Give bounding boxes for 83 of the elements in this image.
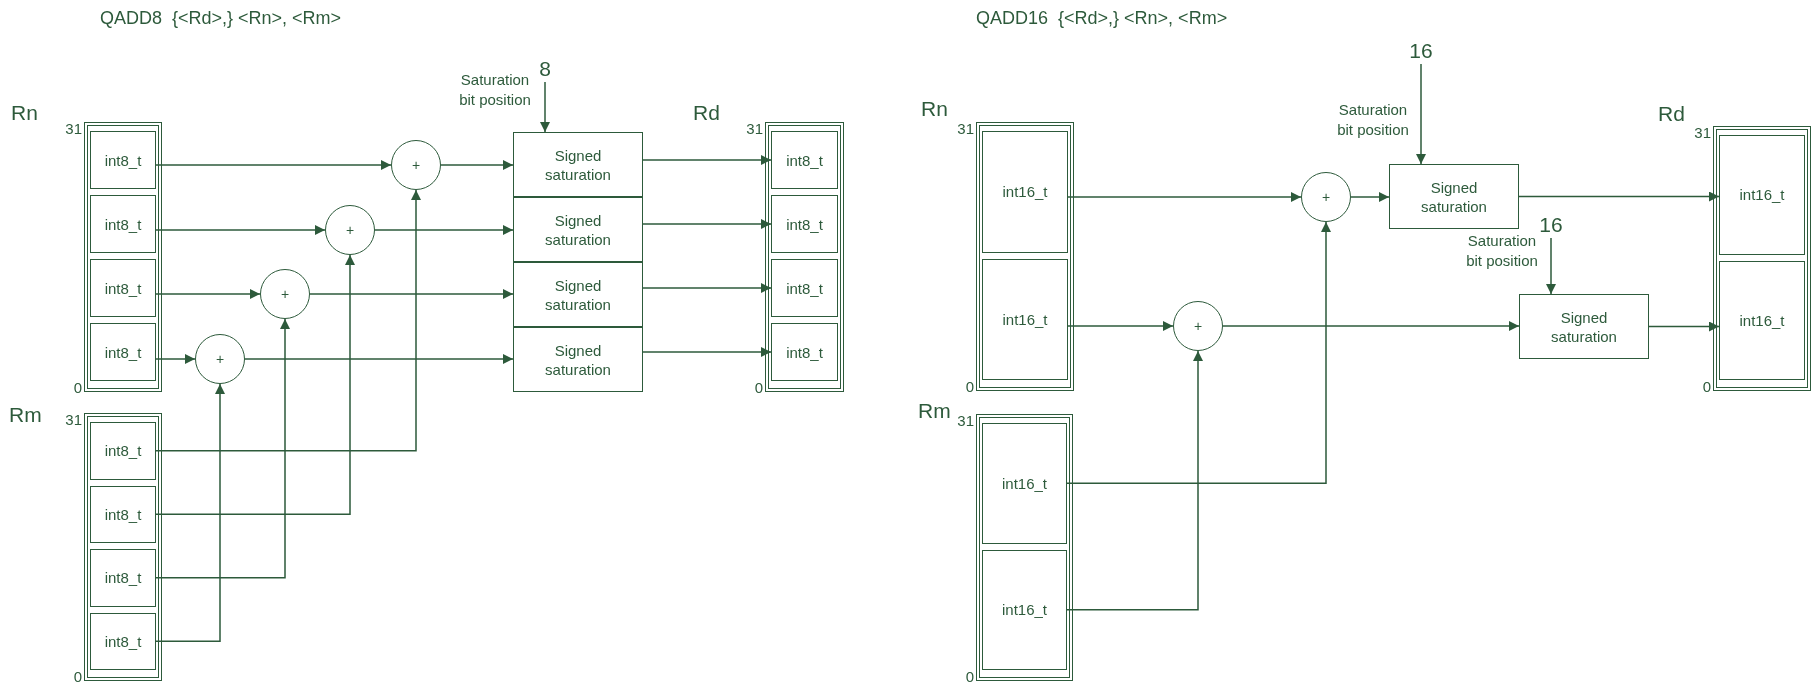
register-field: int8_t <box>90 612 156 670</box>
register-field: int16_t <box>1719 260 1805 380</box>
bit-index-label: 31 <box>65 120 82 137</box>
arrow <box>155 254 355 515</box>
register-field: int8_t <box>771 323 838 381</box>
register-field: int8_t <box>90 422 156 480</box>
register-field: int8_t <box>90 195 156 253</box>
register-name: Rn <box>921 97 948 121</box>
register-field: int8_t <box>771 259 838 317</box>
register-field: int8_t <box>90 323 156 381</box>
arrow <box>1518 191 1720 202</box>
annotation-text: Saturation bit position <box>1465 231 1539 271</box>
bit-index-label: 31 <box>1694 124 1711 141</box>
register-field: int8_t <box>90 549 156 607</box>
arrow <box>1222 321 1520 331</box>
saturation-box: Signed saturation <box>513 197 643 262</box>
adder-circle: + <box>391 140 441 190</box>
arrow <box>642 155 772 165</box>
saturation-box: Signed saturation <box>513 327 643 392</box>
bit-index-label: 31 <box>957 120 974 137</box>
arrow <box>374 225 514 235</box>
instruction-syntax-title: QADD16 {<Rd>,} <Rn>, <Rm> <box>976 8 1228 29</box>
arrow <box>1350 192 1390 202</box>
register-field: int8_t <box>771 131 838 189</box>
arrow <box>155 383 225 642</box>
arrow <box>1067 321 1174 331</box>
register-field: int16_t <box>982 258 1068 380</box>
bit-index-label: 31 <box>746 120 763 137</box>
register-field: int16_t <box>982 131 1068 253</box>
arrow <box>642 283 772 293</box>
arrow <box>309 289 514 299</box>
adder-circle: + <box>260 269 310 319</box>
adder-circle: + <box>1173 301 1223 351</box>
register-field: int16_t <box>982 549 1067 670</box>
saturation-box: Signed saturation <box>1519 294 1649 359</box>
annotation-text: Saturation bit position <box>1336 100 1410 140</box>
bit-position-value: 16 <box>1407 38 1435 64</box>
register-field: int8_t <box>90 131 156 189</box>
saturation-box: Signed saturation <box>513 262 643 327</box>
saturation-box: Signed saturation <box>1389 164 1519 229</box>
register-name: Rn <box>11 101 38 125</box>
arrow <box>440 160 514 170</box>
register-field: int8_t <box>771 195 838 253</box>
adder-circle: + <box>325 205 375 255</box>
arrow <box>1066 221 1331 484</box>
instruction-syntax-title: QADD8 {<Rd>,} <Rn>, <Rm> <box>100 8 342 29</box>
bit-position-value: 16 <box>1537 212 1565 238</box>
arrow <box>155 289 261 299</box>
bit-index-label: 0 <box>1702 378 1711 395</box>
annotation-text: Saturation bit position <box>458 70 532 110</box>
bit-position-value: 8 <box>533 56 557 82</box>
bit-index-label: 0 <box>754 379 763 396</box>
arrow <box>642 219 772 229</box>
arrow <box>155 160 392 170</box>
bit-index-label: 31 <box>957 412 974 429</box>
arrow <box>1416 63 1426 165</box>
bit-index-label: 0 <box>965 668 974 685</box>
adder-circle: + <box>1301 172 1351 222</box>
saturation-box: Signed saturation <box>513 132 643 197</box>
register-field: int16_t <box>982 423 1067 544</box>
bit-index-label: 31 <box>65 411 82 428</box>
adder-circle: + <box>195 334 245 384</box>
register-name: Rd <box>1658 102 1685 126</box>
arrow <box>155 318 290 579</box>
arrow <box>1546 237 1556 295</box>
register-field: int16_t <box>1719 135 1805 255</box>
register-field: int8_t <box>90 259 156 317</box>
arrow <box>540 81 550 133</box>
register-field: int8_t <box>90 485 156 543</box>
arrow <box>155 225 326 235</box>
arrow <box>1066 350 1203 611</box>
register-name: Rd <box>693 101 720 125</box>
arrow <box>155 189 421 452</box>
arrow <box>155 354 196 364</box>
bit-index-label: 0 <box>965 378 974 395</box>
arrow <box>244 354 514 364</box>
register-name: Rm <box>918 399 951 423</box>
arrow <box>1067 192 1302 202</box>
bit-index-label: 0 <box>73 668 82 685</box>
arrow <box>1648 321 1720 332</box>
arrow <box>642 347 772 357</box>
bit-index-label: 0 <box>73 379 82 396</box>
register-name: Rm <box>9 403 42 427</box>
